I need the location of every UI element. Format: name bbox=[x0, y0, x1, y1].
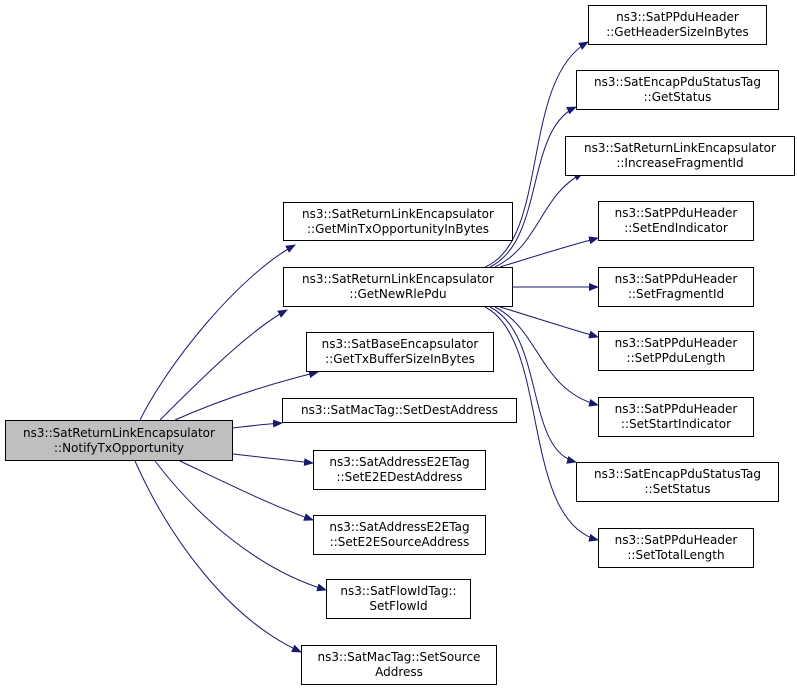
node-label-line2: ::GetHeaderSizeInBytes bbox=[606, 25, 749, 39]
edge-getnewrle-incfrag bbox=[494, 172, 584, 268]
node-label-line2: Address bbox=[375, 665, 423, 679]
node-set-e2e-source-address[interactable]: ns3::SatAddressE2ETag ::SetE2ESourceAddr… bbox=[313, 515, 486, 555]
node-set-total-length[interactable]: ns3::SatPPduHeader ::SetTotalLength bbox=[598, 528, 754, 568]
node-label-line2: ::GetTxBufferSizeInBytes bbox=[325, 352, 475, 366]
node-label-line2: ::SetE2EDestAddress bbox=[336, 470, 463, 484]
node-set-fragment-id[interactable]: ns3::SatPPduHeader ::SetFragmentId bbox=[598, 267, 754, 307]
edge-root-gettxbuf bbox=[174, 370, 319, 421]
node-set-status[interactable]: ns3::SatEncapPduStatusTag ::SetStatus bbox=[576, 462, 779, 502]
node-label-line1: ns3::SatPPduHeader bbox=[614, 533, 738, 547]
node-label-line2: ::SetFragmentId bbox=[627, 287, 725, 301]
node-label-line1: ns3::SatReturnLinkEncapsulator bbox=[23, 425, 215, 440]
edge-getnewrle-getheader bbox=[484, 41, 589, 268]
node-label-line2: ::GetStatus bbox=[643, 90, 712, 104]
node-set-end-indicator[interactable]: ns3::SatPPduHeader ::SetEndIndicator bbox=[598, 201, 754, 241]
node-label-line1: ns3::SatPPduHeader bbox=[614, 402, 738, 416]
node-label-line2: ::SetPPduLength bbox=[626, 351, 726, 365]
node-label-line1: ns3::SatPPduHeader bbox=[614, 272, 738, 286]
node-label-line2: ::IncreaseFragmentId bbox=[616, 156, 744, 170]
node-label-line1: ns3::SatPPduHeader bbox=[614, 206, 738, 220]
node-set-ppdu-length[interactable]: ns3::SatPPduHeader ::SetPPduLength bbox=[598, 331, 754, 371]
edge-root-sete2esrc bbox=[179, 460, 314, 521]
node-label-line1: ns3::SatPPduHeader bbox=[614, 336, 738, 350]
node-label-line1: ns3::SatPPduHeader bbox=[616, 10, 739, 24]
node-set-e2e-dest-address[interactable]: ns3::SatAddressE2ETag ::SetE2EDestAddres… bbox=[313, 450, 486, 490]
node-label-line1: ns3::SatMacTag::SetSource bbox=[317, 650, 481, 664]
node-label-line2: ::GetMinTxOpportunityInBytes bbox=[306, 221, 490, 236]
node-label-line2: ::NotifyTxOpportunity bbox=[53, 440, 184, 455]
edge-getnewrle-setend bbox=[499, 236, 599, 268]
edge-root-setsource bbox=[134, 460, 302, 653]
node-set-start-indicator[interactable]: ns3::SatPPduHeader ::SetStartIndicator bbox=[598, 397, 754, 437]
node-label-line1: ns3::SatBaseEncapsulator bbox=[321, 337, 479, 351]
node-set-flow-id[interactable]: ns3::SatFlowIdTag:: SetFlowId bbox=[326, 579, 471, 619]
edge-root-setflowid bbox=[154, 460, 327, 592]
node-label-line2: ::SetTotalLength bbox=[627, 548, 725, 562]
edge-getnewrle-setstart bbox=[494, 306, 599, 407]
node-label-line1: ns3::SatAddressE2ETag bbox=[329, 455, 470, 469]
node-label-line2: ::SetE2ESourceAddress bbox=[329, 535, 470, 549]
node-get-header-size[interactable]: ns3::SatPPduHeader ::GetHeaderSizeInByte… bbox=[588, 5, 767, 45]
node-label-line1: ns3::SatReturnLinkEncapsulator bbox=[584, 141, 776, 155]
node-label-line2: ::SetStartIndicator bbox=[620, 417, 732, 431]
node-label-line1: ns3::SatEncapPduStatusTag bbox=[593, 467, 762, 481]
node-label-line1: ns3::SatMacTag::SetDestAddress bbox=[300, 403, 499, 417]
node-label-line2: ::GetNewRlePdu bbox=[349, 287, 447, 301]
node-label-line1: ns3::SatReturnLinkEncapsulator bbox=[302, 272, 494, 286]
edge-getnewrle-setstatus bbox=[489, 306, 577, 464]
edge-root-getmintx bbox=[139, 244, 296, 421]
node-increase-fragment-id[interactable]: ns3::SatReturnLinkEncapsulator ::Increas… bbox=[565, 136, 795, 176]
node-get-new-rle-pdu[interactable]: ns3::SatReturnLinkEncapsulator ::GetNewR… bbox=[283, 267, 513, 307]
node-label-line1: ns3::SatAddressE2ETag bbox=[329, 520, 470, 534]
node-set-source-address[interactable]: ns3::SatMacTag::SetSource Address bbox=[301, 645, 497, 685]
node-get-status[interactable]: ns3::SatEncapPduStatusTag ::GetStatus bbox=[576, 70, 779, 110]
edge-root-sete2edest bbox=[232, 453, 314, 467]
node-label-line1: ns3::SatEncapPduStatusTag bbox=[593, 75, 762, 89]
edge-root-getnewrle bbox=[159, 309, 288, 421]
node-get-min-tx-opportunity[interactable]: ns3::SatReturnLinkEncapsulator ::GetMinT… bbox=[283, 202, 513, 241]
node-get-tx-buffer-size[interactable]: ns3::SatBaseEncapsulator ::GetTxBufferSi… bbox=[306, 332, 494, 372]
node-label-line1: ns3::SatReturnLinkEncapsulator bbox=[302, 206, 494, 221]
edge-getnewrle-getstatus bbox=[489, 106, 577, 268]
node-label-line2: SetFlowId bbox=[369, 599, 428, 613]
node-label-line2: ::SetStatus bbox=[644, 482, 711, 496]
edge-getnewrle-setppdulen bbox=[499, 306, 599, 339]
node-set-dest-address[interactable]: ns3::SatMacTag::SetDestAddress bbox=[282, 398, 517, 423]
node-notify-tx-opportunity[interactable]: ns3::SatReturnLinkEncapsulator ::NotifyT… bbox=[5, 420, 233, 461]
node-label-line2: ::SetEndIndicator bbox=[624, 221, 728, 235]
edge-getnewrle-settotal bbox=[484, 306, 599, 542]
edge-root-setdest bbox=[232, 419, 283, 429]
node-label-line1: ns3::SatFlowIdTag:: bbox=[340, 584, 457, 598]
